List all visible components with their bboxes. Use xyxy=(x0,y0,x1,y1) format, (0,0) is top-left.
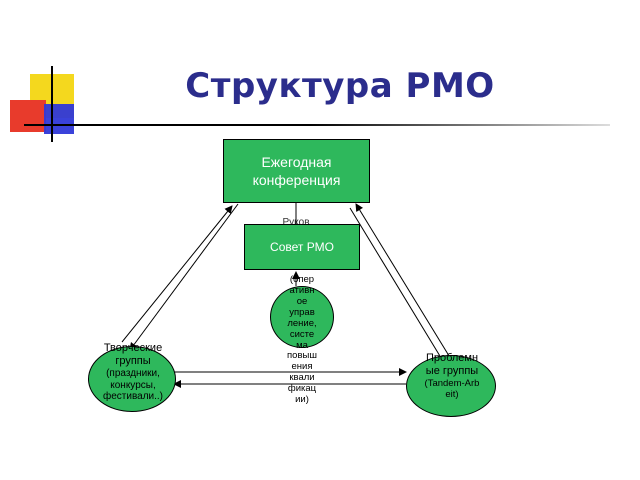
center-text: (опер ативн ое управ ление, систе ма пов… xyxy=(274,274,330,406)
council-label: Совет РМО xyxy=(270,240,334,254)
center-line: (опер xyxy=(289,274,315,285)
problem-groups-text: Проблемные группы (Tandem-Arbeit) xyxy=(422,352,482,401)
center-line: ии) xyxy=(295,394,309,406)
center-line: ое xyxy=(296,295,308,307)
council-box: Совет РМО xyxy=(244,224,360,270)
conference-box: Ежегодная конференция xyxy=(223,139,370,203)
arrow-conference-to-creative xyxy=(129,203,239,351)
center-ellipse xyxy=(270,286,334,348)
deco-horizontal-line xyxy=(24,124,310,126)
center-line: ения xyxy=(291,361,313,373)
center-line: ление, xyxy=(287,317,317,329)
deco-blue-square xyxy=(44,104,74,134)
center-line: систе xyxy=(289,328,315,340)
deco-fade-line xyxy=(310,124,610,126)
center-line: управ xyxy=(289,306,315,318)
creative-groups-ellipse xyxy=(88,346,176,412)
page-title: Структура РМО xyxy=(185,66,495,106)
arrow-problem-to-conference xyxy=(355,203,455,365)
arrow-conference-to-problem xyxy=(349,207,447,367)
deco-red-square xyxy=(10,100,46,132)
problem-groups-subtitle: (Tandem-Arbeit) xyxy=(424,378,480,401)
conference-label: Ежегодная конференция xyxy=(252,153,341,188)
problem-groups-title: Проблемные группы xyxy=(425,352,479,377)
center-line: ма xyxy=(296,339,308,351)
creative-groups-title: Творческие группы xyxy=(103,342,163,367)
creative-groups-subtitle: (праздники, конкурсы, фестивали..) xyxy=(102,368,164,403)
center-line: повыш xyxy=(287,350,317,362)
council-partial-label: Руков xyxy=(282,217,310,228)
arrow-creative-to-conference xyxy=(121,205,233,343)
problem-groups-ellipse xyxy=(406,355,496,417)
deco-vertical-line xyxy=(51,66,53,142)
creative-groups-text: Творческие группы (праздники, конкурсы, … xyxy=(96,342,170,403)
center-line: ативн xyxy=(289,284,315,296)
center-line: фикац xyxy=(287,383,317,395)
center-line: квали xyxy=(289,372,315,384)
